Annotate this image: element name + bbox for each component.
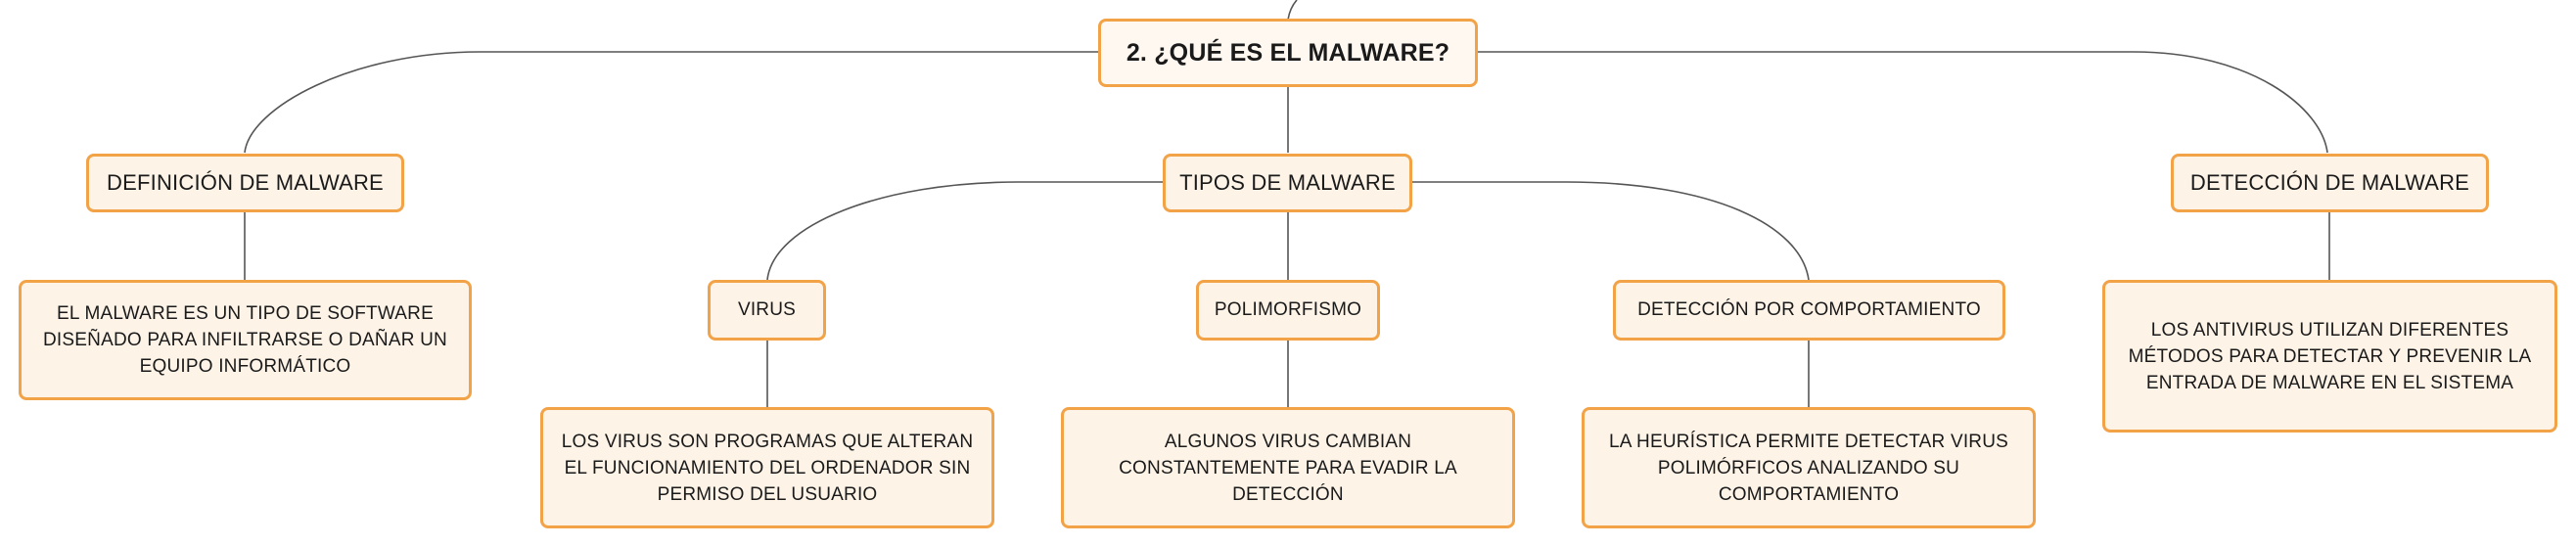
node-definition[interactable]: DEFINICIÓN DE MALWARE bbox=[86, 154, 404, 212]
root-node[interactable]: 2. ¿QUÉ ES EL MALWARE? bbox=[1098, 19, 1478, 87]
node-definition-detail[interactable]: EL MALWARE ES UN TIPO DE SOFTWARE DISEÑA… bbox=[19, 280, 472, 400]
connector-root-definition bbox=[244, 51, 1098, 154]
node-polymorphism[interactable]: POLIMORFISMO bbox=[1196, 280, 1380, 341]
node-behavior-detection[interactable]: DETECCIÓN POR COMPORTAMIENTO bbox=[1613, 280, 2005, 341]
node-types[interactable]: TIPOS DE MALWARE bbox=[1163, 154, 1412, 212]
node-polymorphism-detail[interactable]: ALGUNOS VIRUS CAMBIAN CONSTANTEMENTE PAR… bbox=[1061, 407, 1515, 528]
connector-types-behavior bbox=[1412, 181, 1810, 281]
node-detection[interactable]: DETECCIÓN DE MALWARE bbox=[2171, 154, 2489, 212]
connector-types-virus bbox=[766, 181, 1163, 281]
node-detection-detail[interactable]: LOS ANTIVIRUS UTILIZAN DIFERENTES MÉTODO… bbox=[2102, 280, 2557, 433]
connector-root-detection bbox=[1478, 51, 2328, 154]
node-virus[interactable]: VIRUS bbox=[708, 280, 826, 341]
node-virus-detail[interactable]: LOS VIRUS SON PROGRAMAS QUE ALTERAN EL F… bbox=[540, 407, 994, 528]
connector-parent-root bbox=[1287, 0, 1298, 21]
node-behavior-detail[interactable]: LA HEURÍSTICA PERMITE DETECTAR VIRUS POL… bbox=[1582, 407, 2036, 528]
